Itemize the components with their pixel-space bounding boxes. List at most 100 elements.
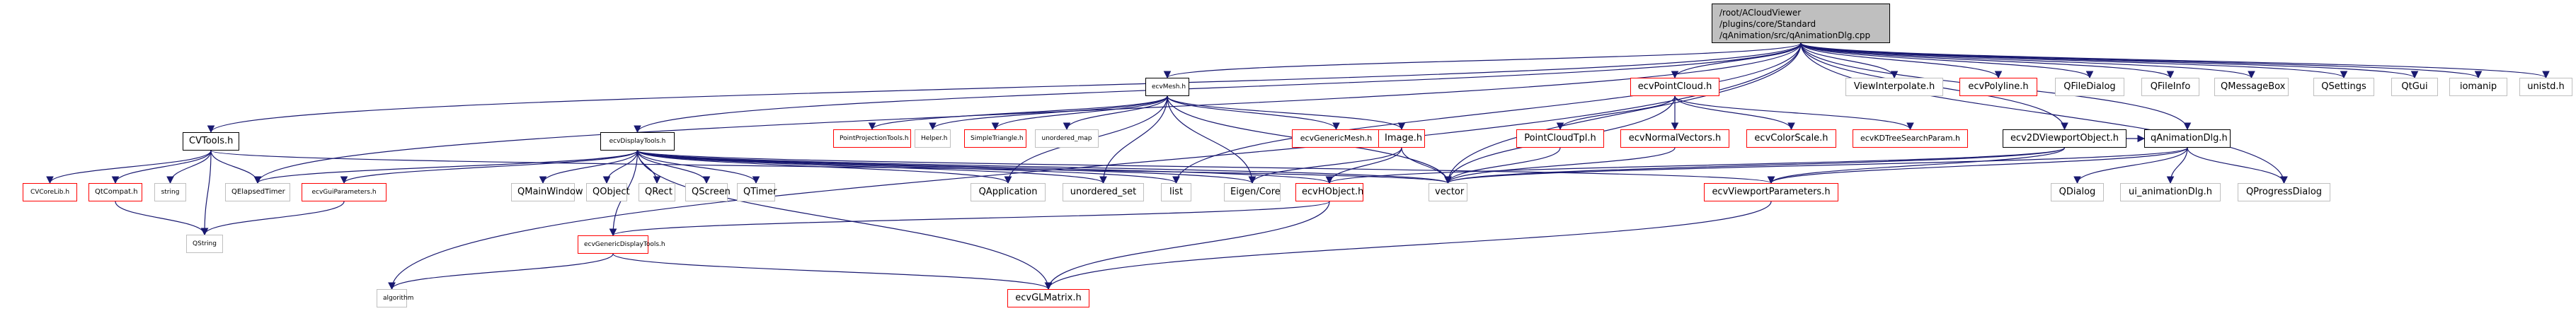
node-ecv-gui-parameters[interactable]: ecvGuiParameters.h — [302, 183, 387, 201]
edge-ecv-mesh-to-point-projection-tools — [868, 95, 1168, 131]
edge-q-animation-dlg-to-ecv-viewport-parameters — [1767, 147, 2188, 184]
root-file-node: /root/ACloudViewer /plugins/core/Standar… — [1712, 4, 1890, 43]
edge-ecv-generic-display-tools-to-algorithm — [388, 253, 614, 291]
edge-ecv-display-tools-to-qtimer — [636, 150, 760, 184]
node-ecv-generic-mesh[interactable]: ecvGenericMesh.h — [1292, 129, 1380, 148]
edge-ecv-display-tools-to-list — [636, 150, 1180, 184]
node-ecv2-dviewport-object[interactable]: ecv2DViewportObject.h — [2003, 129, 2126, 148]
edge-qt-compat-to-qstring — [115, 201, 209, 236]
node-point-projection-tools[interactable]: PointProjectionTools.h — [833, 129, 911, 148]
edge-ecv-display-tools-to-qelapsed-timer — [253, 150, 639, 184]
edge-ecv-mesh-to-eigen-core — [1167, 95, 1256, 184]
edge-root-to-ecv-point-cloud — [1671, 42, 1802, 79]
edge-ecv-mesh-to-image — [1167, 95, 1406, 131]
node-ecv-display-tools[interactable]: ecvDisplayTools.h — [600, 132, 675, 151]
edge-root-to-ecv-polyline — [1800, 42, 2003, 79]
edge-ecv-hobject-to-ecv-generic-display-tools — [609, 201, 1330, 237]
edge-ecv-display-tools-to-ecv-viewport-parameters — [636, 150, 1775, 184]
node-q-animation-dlg[interactable]: qAnimationDlg.h — [2144, 129, 2231, 148]
edge-ecv2-dviewport-object-to-vector — [1444, 147, 2066, 184]
edge-ecv-viewport-parameters-to-ecv-glmatrix — [1044, 201, 1772, 291]
node-qrect: QRect — [639, 183, 675, 201]
edge-image-to-eigen-core — [1248, 147, 1402, 184]
node-view-interpolate: ViewInterpolate.h — [1845, 78, 1943, 96]
node-qscreen: QScreen — [685, 183, 731, 201]
node-qdialog: QDialog — [2051, 183, 2104, 201]
edge-root-to-ecv-mesh — [1163, 42, 1802, 79]
node-ecv-glmatrix[interactable]: ecvGLMatrix.h — [1007, 289, 1089, 307]
edge-q-animation-dlg-to-ui-animation-dlg — [2166, 147, 2188, 184]
edge-root-to-list — [1172, 42, 1802, 184]
node-qobject: QObject — [586, 183, 630, 201]
edge-ecv-display-tools-to-qscreen — [636, 150, 711, 184]
edge-ecv-mesh-to-ecv-generic-mesh — [1167, 95, 1340, 131]
node-qfile-info: QFileInfo — [2141, 78, 2199, 96]
edge-root-to-qelapsed-timer — [253, 42, 1802, 184]
edge-cvtools-to-string — [166, 150, 212, 184]
edge-ecv-gui-parameters-to-qstring — [200, 201, 345, 236]
edge-root-to-view-interpolate — [1800, 42, 1899, 79]
edge-image-to-vector — [1401, 147, 1452, 184]
node-ui-animation-dlg: ui_animationDlg.h — [2120, 183, 2221, 201]
edge-ecv-normal-vectors-to-vector — [1444, 147, 1676, 184]
edge-ecv-mesh-to-simple-triangle — [991, 95, 1168, 131]
edge-cvtools-to-qstring — [200, 150, 212, 236]
node-qt-compat[interactable]: QtCompat.h — [88, 183, 142, 201]
node-ecv-viewport-parameters[interactable]: ecvViewportParameters.h — [1704, 183, 1838, 201]
node-simple-triangle[interactable]: SimpleTriangle.h — [964, 129, 1026, 148]
node-unistd: unistd.h — [2519, 78, 2572, 96]
node-ecv-point-cloud[interactable]: ecvPointCloud.h — [1630, 78, 1719, 96]
edge-point-cloud-tpl-to-vector — [1444, 147, 1561, 184]
edge-ecv-generic-display-tools-to-ecv-glmatrix — [612, 253, 1053, 291]
node-cvcore-lib[interactable]: CVCoreLib.h — [23, 183, 77, 201]
edge-root-to-unistd — [1800, 42, 2550, 79]
edge-ecv-point-cloud-to-ecv-color-scale — [1674, 95, 1795, 131]
node-qelapsed-timer: QElapsedTimer — [225, 183, 290, 201]
edge-root-to-cvtools — [207, 42, 1802, 134]
node-unordered-map: unordered_map — [1035, 129, 1099, 148]
node-qfile-dialog: QFileDialog — [2055, 78, 2124, 96]
edge-ecv-mesh-to-unordered-set — [1099, 95, 1168, 184]
node-ecv-color-scale[interactable]: ecvColorScale.h — [1746, 129, 1836, 148]
node-ecv-polyline[interactable]: ecvPolyline.h — [1959, 78, 2037, 96]
edge-q-animation-dlg-to-qdialog — [2073, 147, 2188, 184]
edge-root-to-qmessage-box — [1800, 42, 2255, 79]
node-ecv-mesh[interactable]: ecvMesh.h — [1145, 78, 1189, 96]
node-list: list — [1161, 183, 1191, 201]
edge-ecv-point-cloud-to-point-cloud-tpl — [1556, 95, 1676, 131]
node-qsettings: QSettings — [2313, 78, 2374, 96]
node-helper: Helper.h — [915, 129, 951, 148]
edge-ecv-display-tools-to-unordered-set — [636, 150, 1107, 184]
node-ecv-normal-vectors[interactable]: ecvNormalVectors.h — [1620, 129, 1729, 148]
edge-ecv-display-tools-to-eigen-core — [636, 150, 1256, 184]
node-eigen-core: Eigen/Core — [1224, 183, 1281, 201]
node-qmessage-box: QMessageBox — [2214, 78, 2289, 96]
node-image[interactable]: Image.h — [1378, 129, 1425, 148]
node-qprogress-dialog: QProgressDialog — [2238, 183, 2330, 201]
node-cvtools[interactable]: CVTools.h — [183, 132, 239, 151]
edge-ecv2-dviewport-object-to-ecv-hobject — [1326, 147, 2066, 184]
edge-ecv-hobject-to-ecv-glmatrix — [1044, 201, 1330, 291]
edge-ecv-display-tools-to-qobject — [602, 150, 639, 184]
edge-root-to-qfile-dialog — [1800, 42, 2094, 79]
node-qmain-window: QMainWindow — [511, 183, 583, 201]
edge-ecv-mesh-to-helper — [929, 95, 1168, 131]
node-ecv-hobject[interactable]: ecvHObject.h — [1295, 183, 1363, 201]
edge-q-animation-dlg-to-vector — [1444, 147, 2188, 184]
edge-ecv2-dviewport-object-to-ecv-viewport-parameters — [1767, 147, 2066, 184]
node-iomanip: iomanip — [2449, 78, 2507, 96]
node-string: string — [154, 183, 186, 201]
node-point-cloud-tpl[interactable]: PointCloudTpl.h — [1516, 129, 1604, 148]
edge-q-animation-dlg-to-qprogress-dialog — [2187, 147, 2288, 184]
node-qt-gui: QtGui — [2391, 78, 2438, 96]
node-vector: vector — [1429, 183, 1467, 201]
edge-ecv-display-tools-to-vector — [636, 150, 1452, 184]
edge-cvtools-to-qt-compat — [111, 150, 212, 184]
edge-ecv-display-tools-to-qmain-window — [539, 150, 639, 184]
node-qstring: QString — [186, 235, 223, 253]
node-ecv-generic-display-tools[interactable]: ecvGenericDisplayTools.h — [578, 235, 665, 254]
edge-ecv-display-tools-to-ecv-gui-parameters — [340, 150, 639, 184]
node-ecv-kdtree-search-param[interactable]: ecvKDTreeSearchParam.h — [1853, 129, 1968, 148]
